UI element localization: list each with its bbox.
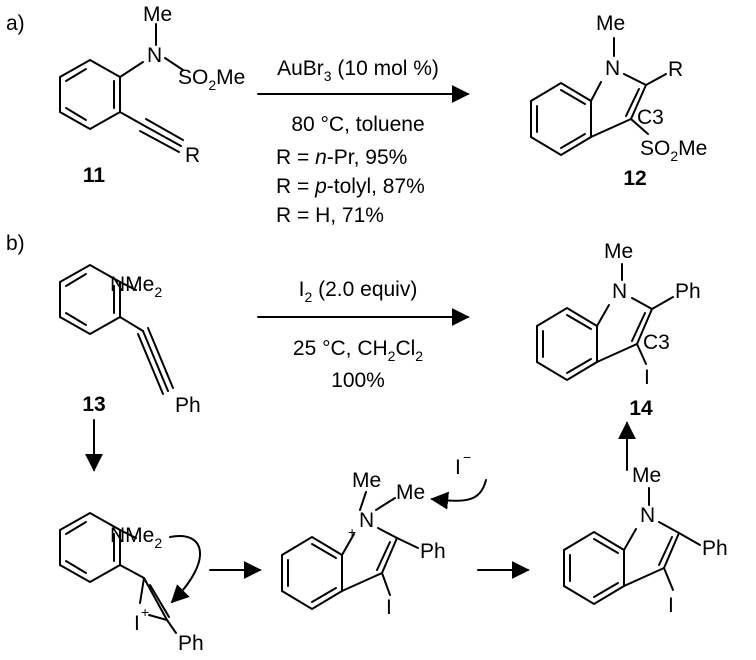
compound-11-structure (59, 23, 184, 153)
conditions-a: 80 °C, toluene (291, 113, 424, 136)
compound-11-number: 11 (83, 164, 106, 187)
iodide-curved-arrow (430, 479, 487, 510)
ammonium-plus-charge: + (348, 524, 356, 540)
yield-row-1: R = n-Pr, 95% (276, 146, 407, 169)
conditions-b: 25 °C, CH2Cl2 (293, 337, 423, 364)
cmpd14-c3-label: C3 (643, 331, 670, 354)
cmpd12-r-label: R (668, 58, 683, 81)
compound-14-structure (536, 263, 674, 382)
iodide-i-label: I (455, 456, 461, 479)
iodonium-i-label: I (134, 612, 140, 635)
indole-ph-label: Ph (702, 537, 728, 560)
ammonium-me1-label: Me (352, 469, 381, 492)
indole-n-label: N (640, 504, 655, 527)
yield-row-3: R = H, 71% (276, 204, 384, 227)
cmpd12-so2me-label: SO2Me (640, 137, 707, 164)
ammonium-me2-label: Me (396, 481, 425, 504)
cmpd14-ph-label: Ph (675, 280, 701, 303)
cmpd14-i-label: I (644, 366, 650, 389)
cmpd11-so2me-label: SO2Me (178, 66, 245, 93)
panel-a-label: a) (6, 12, 25, 35)
cmpd14-n-label: N (612, 280, 627, 303)
cmpd12-me-label: Me (596, 12, 625, 35)
ammonium-intermediate-structure (281, 491, 419, 611)
cmpd13-ph-label: Ph (175, 394, 201, 417)
indole-me-label: Me (632, 464, 661, 487)
compound-13-number: 13 (82, 393, 105, 416)
reagent-b: I2 (2.0 equiv) (299, 278, 418, 305)
ammonium-i-label: I (386, 596, 392, 619)
panel-b-label: b) (6, 232, 25, 255)
iodide-minus-charge: − (463, 449, 471, 465)
cmpd12-n-label: N (605, 57, 620, 80)
yield-row-2: R = p-tolyl, 87% (276, 175, 425, 198)
compound-12-number: 12 (623, 167, 646, 190)
compound-14-number: 14 (629, 397, 653, 420)
cmpd11-me-label: Me (143, 3, 172, 26)
compound-12-structure (530, 37, 667, 157)
cmpd12-c3-label: C3 (637, 106, 664, 129)
cmpd13-nme2-label: NMe2 (110, 273, 162, 300)
ammonium-n-label: N (359, 509, 374, 532)
yield-b: 100% (331, 369, 385, 392)
compound-13-structure (59, 263, 174, 395)
iodonium-intermediate-structure (59, 511, 201, 634)
cmpd14-me-label: Me (604, 240, 633, 263)
cmpd11-r-label: R (185, 144, 200, 167)
iodonium-nme2-label: NMe2 (110, 524, 162, 551)
iodonium-plus-charge: + (141, 604, 149, 620)
cmpd11-n-label: N (147, 44, 162, 67)
ammonium-ph-label: Ph (420, 540, 446, 563)
indole-intermediate-structure (563, 487, 701, 606)
iodonium-ph-label: Ph (178, 632, 204, 655)
reagent-a: AuBr3 (10 mol %) (277, 57, 439, 84)
indole-i-label: I (668, 594, 674, 617)
